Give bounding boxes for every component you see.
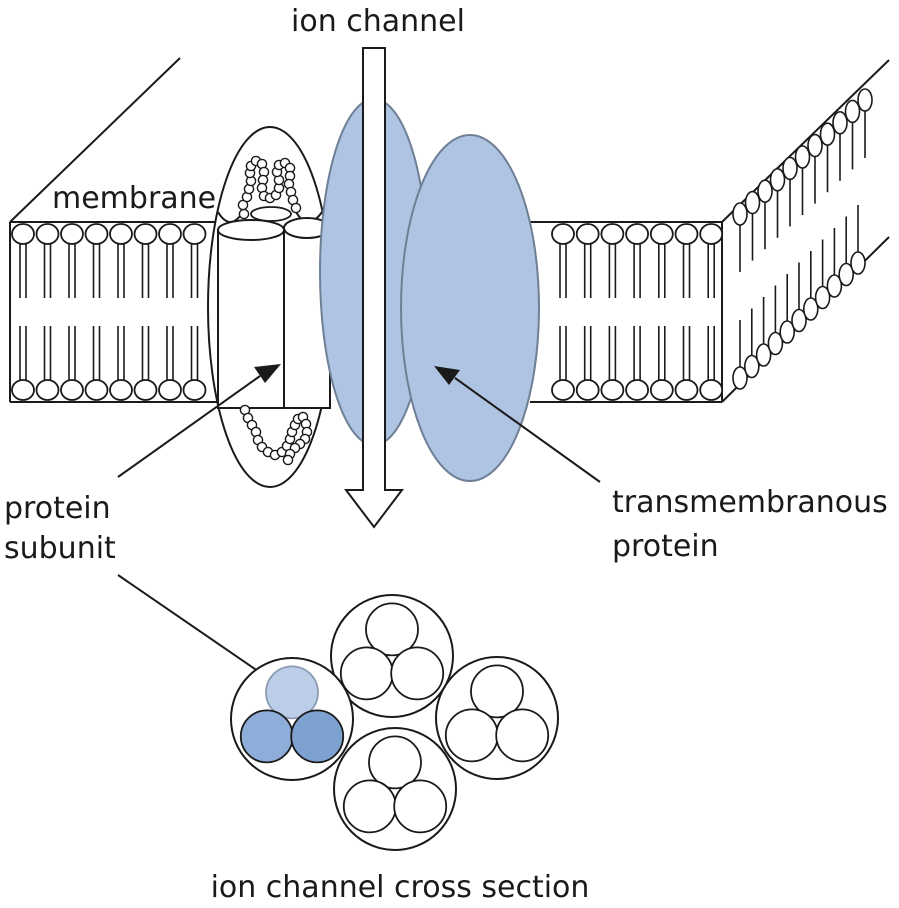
lipid-head	[11, 379, 35, 401]
lipid-head	[649, 379, 674, 401]
lipid-head	[625, 379, 649, 401]
protein-subunit-label-line2: subunit	[4, 531, 116, 566]
transmembranous-protein-shape	[400, 134, 540, 482]
lipid-head	[575, 379, 600, 401]
lipid-head	[744, 190, 761, 215]
protein-subunit-circle	[342, 779, 397, 834]
lipid-head	[182, 223, 207, 245]
protein-subunit-circle	[239, 709, 294, 764]
lipid-head	[625, 223, 649, 245]
lipid-head	[158, 379, 182, 401]
lipid-head	[551, 379, 575, 401]
protein-subunit-circle	[495, 708, 550, 763]
amino-acid-bead	[238, 208, 250, 220]
lipid-head	[11, 223, 35, 245]
lipid-head	[767, 331, 784, 356]
lipid-head	[109, 223, 133, 245]
subunit-cluster	[333, 727, 457, 851]
membrane-label: membrane	[52, 181, 216, 216]
amino-acid-chain-top	[237, 155, 302, 220]
transmembranous-label-line2: protein	[612, 529, 719, 564]
amino-acid-bead	[282, 454, 294, 466]
lipid-head	[551, 223, 575, 245]
protein-subunit-circle	[470, 664, 524, 719]
lipid-head	[600, 379, 625, 401]
lipid-head	[133, 379, 158, 401]
lipid-head	[158, 223, 182, 245]
lipid-head	[857, 88, 873, 112]
lipid-head	[182, 379, 207, 401]
subunit-cluster	[330, 594, 454, 718]
lipid-head	[779, 320, 796, 344]
lipid-head	[35, 379, 60, 401]
ion-channel-cross-section	[230, 594, 559, 851]
protein-subunit-circle	[265, 665, 319, 720]
lipid-head	[649, 223, 674, 245]
lipid-head	[755, 343, 772, 367]
lipid-head	[699, 379, 724, 401]
lipid-head	[743, 354, 760, 379]
lipid-head	[791, 308, 807, 333]
lipid-head	[732, 366, 748, 390]
lipid-head	[757, 179, 773, 203]
lipid-head	[802, 297, 819, 321]
subunit-cluster	[230, 657, 354, 781]
lipid-head	[832, 111, 848, 135]
lipid-head	[109, 379, 133, 401]
transmembranous-label-line1: transmembranous	[612, 485, 888, 520]
lipid-head	[794, 145, 811, 169]
lipid-head	[826, 274, 843, 298]
ion-channel-label: ion channel	[291, 4, 465, 39]
lipid-head	[844, 99, 861, 124]
amino-acid-chain-bottom	[239, 404, 313, 466]
lipid-head	[769, 168, 786, 192]
lipid-head	[600, 223, 625, 245]
protein-subunit-drawing	[207, 126, 333, 488]
lipid-head	[674, 379, 699, 401]
lipid-head	[782, 156, 798, 181]
lipid-head	[838, 262, 855, 287]
lipid-head	[674, 223, 699, 245]
protein-subunit-circle	[444, 708, 499, 763]
lipid-head	[814, 285, 831, 310]
amino-acid-bead	[290, 202, 302, 214]
lipid-head	[850, 251, 866, 275]
subunit-cluster	[435, 656, 559, 780]
protein-subunit-label-line1: protein	[4, 491, 111, 526]
lipid-head	[807, 133, 823, 158]
down-arrow-icon	[343, 47, 405, 529]
helix-left	[217, 229, 285, 409]
arrow-pointer-icon	[434, 366, 601, 483]
lipid-head	[699, 223, 724, 245]
lipid-head	[575, 223, 600, 245]
lipid-bilayer-slanted	[732, 88, 873, 390]
protein-subunit-circle	[390, 646, 445, 701]
arrow-pointer-icon	[117, 364, 281, 478]
lipid-head	[60, 223, 84, 245]
lipid-head	[60, 379, 84, 401]
cross-section-label: ion channel cross section	[211, 870, 590, 903]
protein-subunit-circle	[393, 779, 448, 834]
lipid-head	[84, 379, 109, 401]
protein-subunit-circle	[339, 646, 394, 701]
lipid-head	[819, 122, 836, 146]
lipid-head	[35, 223, 60, 245]
protein-subunit-circle	[368, 735, 422, 790]
lipid-head	[84, 223, 109, 245]
lipid-bilayer-right	[551, 223, 724, 401]
lipid-bilayer-left	[11, 223, 207, 401]
protein-subunit-circle	[365, 602, 419, 657]
protein-subunit-circle	[290, 709, 345, 764]
lipid-head	[732, 202, 748, 226]
lipid-head	[133, 223, 158, 245]
